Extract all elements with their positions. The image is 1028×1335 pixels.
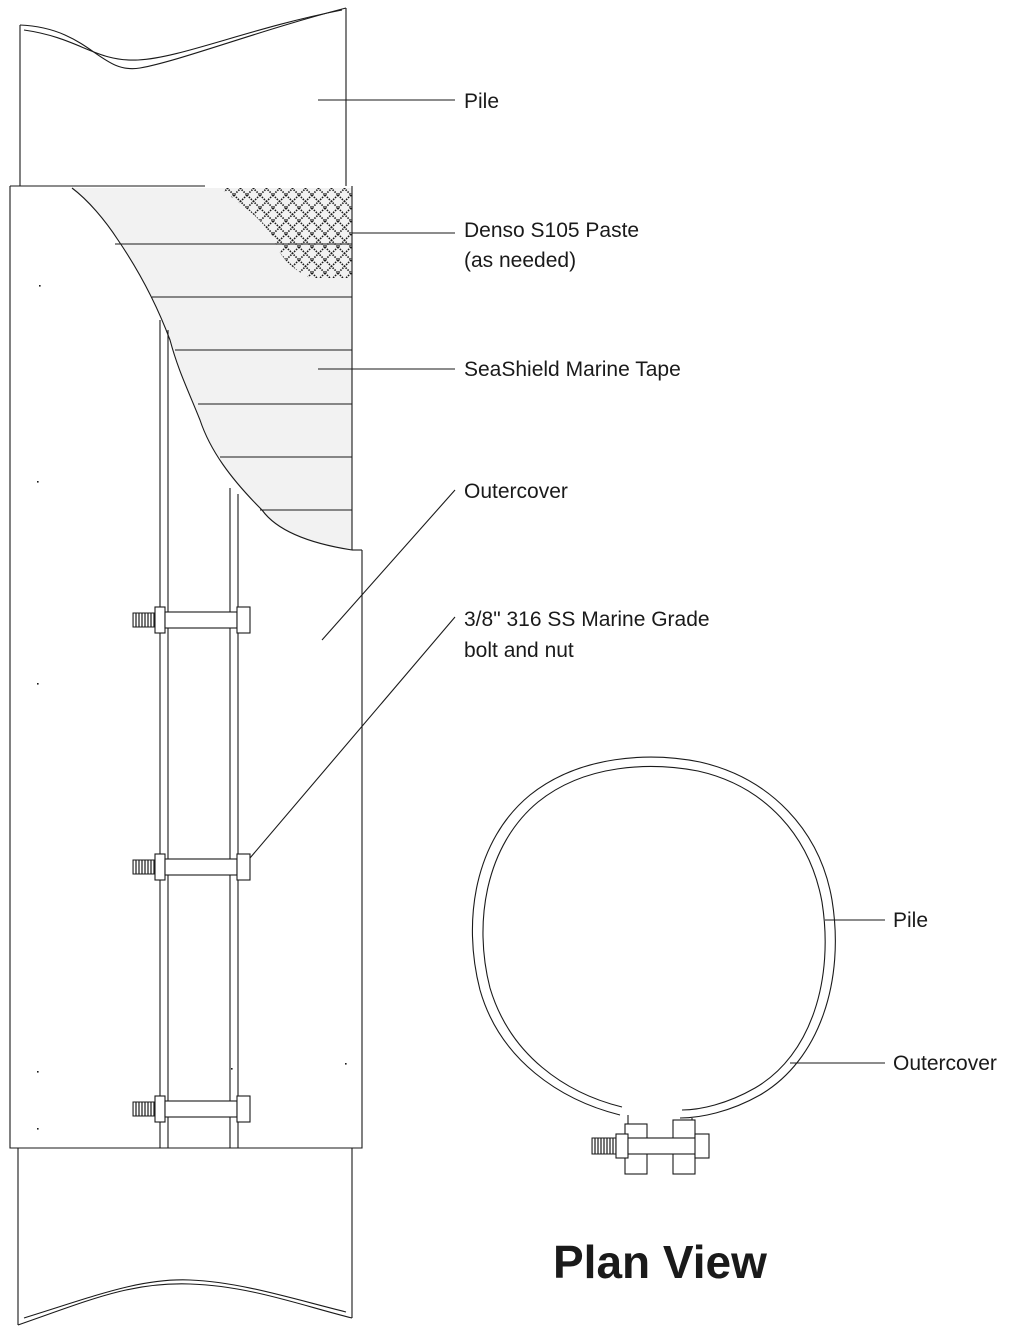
plan-label-pile: Pile [893, 909, 928, 932]
bolt-shank [164, 858, 238, 876]
outercover-elevation [9, 185, 363, 1149]
bolt-shank [164, 1100, 238, 1118]
denso-paste-hatch [220, 188, 352, 278]
label-bolt: 3/8" 316 SS Marine Grade [464, 608, 710, 631]
bolt-thread [132, 612, 156, 628]
bolt-nut [236, 606, 251, 634]
leader-lines [249, 99, 885, 1064]
bolt-nut [236, 853, 251, 881]
closure-flanges [159, 320, 239, 1148]
bolt-thread [132, 859, 156, 875]
bolt-assembly-3 [132, 1095, 251, 1123]
bolt-head [154, 853, 166, 881]
plan-view [471, 756, 836, 1175]
bolt-head [154, 1095, 166, 1123]
plan-pile-circle [482, 766, 826, 1111]
bolt-assembly-1 [132, 606, 251, 634]
plan-bolt-thread [591, 1137, 617, 1155]
label-bolt-nut: bolt and nut [464, 639, 574, 662]
bolt-thread [132, 1101, 156, 1117]
plan-view-title: Plan View [553, 1236, 767, 1288]
bolt-assembly-2 [132, 853, 251, 881]
plan-label-outercover: Outercover [893, 1052, 997, 1075]
upper-pile [19, 7, 347, 186]
lower-pile [17, 1148, 353, 1326]
label-outercover: Outercover [464, 480, 568, 503]
label-pile: Pile [464, 90, 499, 113]
label-denso-paste-note: (as needed) [464, 249, 576, 272]
label-seashield-tape: SeaShield Marine Tape [464, 358, 681, 381]
bolt-nut [236, 1095, 251, 1123]
seashield-tape-wrap [71, 186, 353, 551]
label-denso-paste: Denso S105 Paste [464, 219, 639, 242]
bolt-head [154, 606, 166, 634]
plan-outercover-circle [471, 756, 836, 1119]
bolt-assemblies [132, 606, 251, 1123]
bolt-shank [164, 611, 238, 629]
